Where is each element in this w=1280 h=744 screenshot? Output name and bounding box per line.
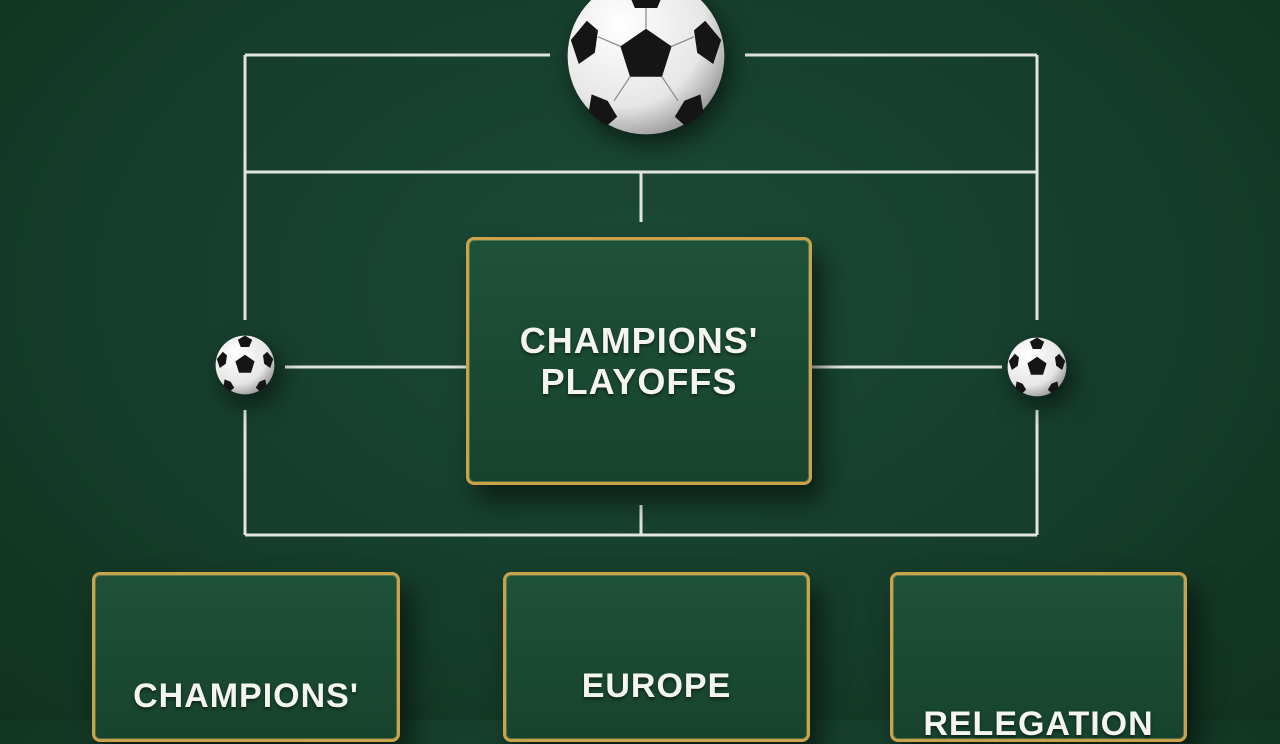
europe-panel: EUROPE: [503, 572, 810, 742]
champions-playoffs-label: CHAMPIONS' PLAYOFFS: [519, 319, 759, 402]
relegation-panel: RELEGATION: [890, 572, 1187, 743]
bracket-lines: [243, 53, 1039, 537]
champions-panel: CHAMPIONS': [92, 572, 400, 742]
soccer-ball-icon: [215, 335, 275, 395]
champions-playoffs-panel: CHAMPIONS' PLAYOFFS: [466, 237, 812, 485]
europe-label: EUROPE: [581, 667, 732, 705]
relegation-label: RELEGATION: [923, 705, 1154, 743]
champions-label: CHAMPIONS': [133, 677, 359, 715]
soccer-ball-icon: [1007, 337, 1067, 397]
